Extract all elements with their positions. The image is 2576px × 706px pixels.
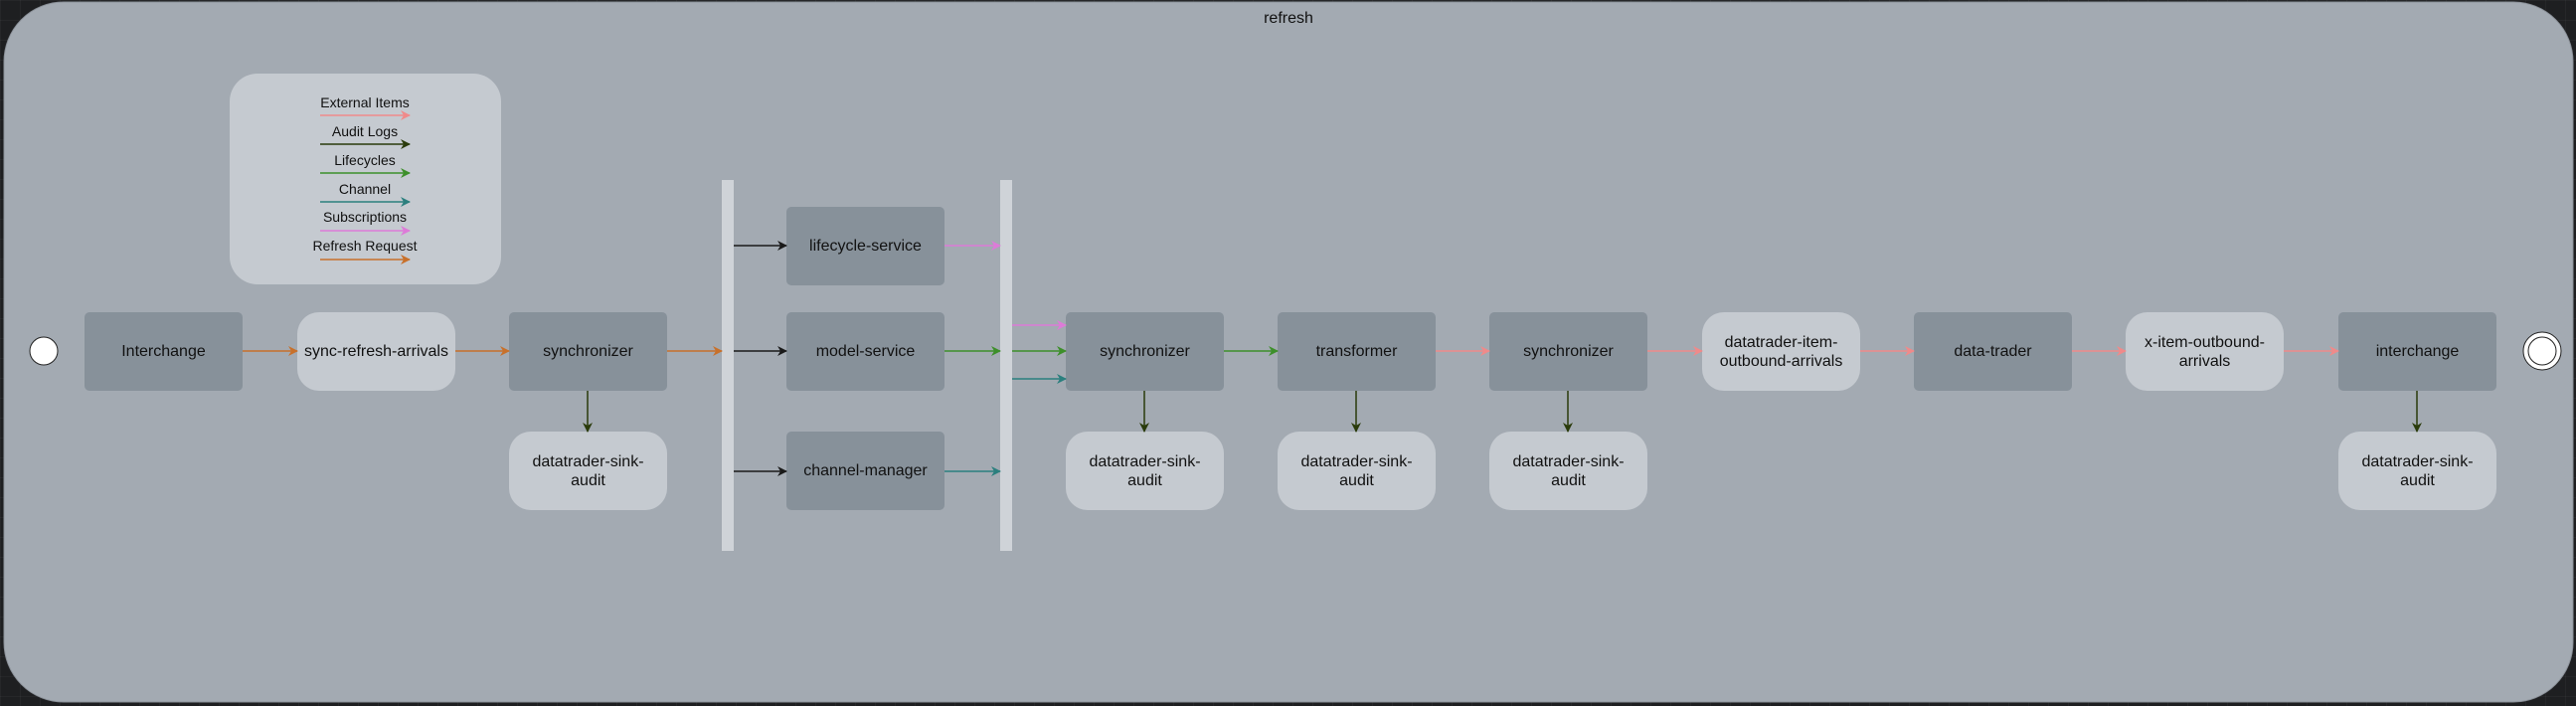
- synchronizer-3-box[interactable]: [1489, 312, 1647, 391]
- audit-5-box[interactable]: [2338, 432, 2496, 510]
- synchronizer-1-box[interactable]: [509, 312, 667, 391]
- data-trader-box[interactable]: [1914, 312, 2072, 391]
- final-node-inner: [2527, 336, 2557, 366]
- audit-2-box[interactable]: [1066, 432, 1224, 510]
- initial-node[interactable]: [29, 336, 59, 366]
- sync-refresh-arrivals-box[interactable]: [297, 312, 455, 391]
- fork-bar: [722, 180, 734, 551]
- model-service-box[interactable]: [786, 312, 945, 391]
- synchronizer-2-box[interactable]: [1066, 312, 1224, 391]
- transformer-box[interactable]: [1278, 312, 1436, 391]
- interchange-end-box[interactable]: [2338, 312, 2496, 391]
- lifecycle-service-box[interactable]: [786, 207, 945, 285]
- legend-panel: [230, 74, 501, 284]
- audit-1-box[interactable]: [509, 432, 667, 510]
- audit-3-box[interactable]: [1278, 432, 1436, 510]
- interchange-start-box[interactable]: [85, 312, 243, 391]
- item-outbound-arrivals-box[interactable]: [1702, 312, 1860, 391]
- audit-4-box[interactable]: [1489, 432, 1647, 510]
- channel-manager-box[interactable]: [786, 432, 945, 510]
- x-item-outbound-arrivals-box[interactable]: [2126, 312, 2284, 391]
- join-bar: [1000, 180, 1012, 551]
